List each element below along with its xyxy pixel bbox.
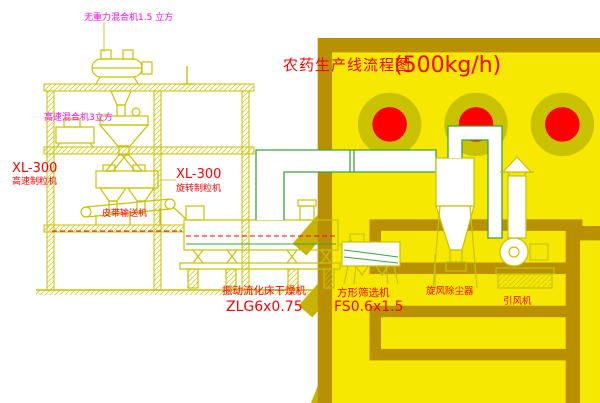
page-title: 农药生产线流程图 — [283, 56, 411, 74]
cyclone-outlet-pipe — [447, 125, 503, 239]
drawing-labels: 农药生产线流程图 (500kg/h) 无重力混合机1.5 立方 高速混合机3立方… — [12, 11, 532, 315]
label-belt-conveyor: 皮带输送机 — [102, 207, 147, 219]
gravity-free-mixer — [91, 22, 153, 117]
feeder-machine — [55, 118, 95, 148]
label-granulator-right-model: XL-300 — [176, 167, 221, 182]
granulator-xl300 — [95, 164, 176, 214]
fan-motor — [529, 243, 549, 261]
belt-conveyor — [80, 198, 187, 225]
rain-cap — [501, 156, 533, 173]
label-cyclone: 旋风除尘器 — [426, 285, 474, 297]
fluid-bed-dryer — [179, 199, 341, 289]
label-granulator-right-name: 旋转制粒机 — [176, 182, 221, 194]
label-fan: 引风机 — [503, 295, 532, 307]
label-granulator-left-name: 高速制粒机 — [12, 175, 57, 187]
control-cabinet-ground — [428, 232, 600, 403]
label-sieve-model: FS0.6x1.5 — [334, 299, 404, 315]
building-frame — [43, 83, 255, 291]
page-title-capacity: (500kg/h) — [394, 53, 501, 78]
label-dryer-model: ZLG6x0.75 — [226, 299, 303, 315]
cyclone-separator — [432, 157, 478, 289]
label-gravity-free-mixer: 无重力混合机1.5 立方 — [84, 11, 173, 23]
label-granulator-left-model: XL-300 — [12, 161, 57, 176]
control-cabinet-top — [180, 44, 600, 403]
label-dryer-name: 振动流化床干燥机 — [222, 284, 306, 297]
square-sieve — [337, 233, 401, 285]
induced-draft-fan — [495, 237, 555, 289]
dryer-springs — [192, 249, 332, 264]
label-high-speed-mixer: 高速混合机3立方 — [44, 111, 113, 123]
red-dashed-lines — [52, 230, 336, 237]
label-sieve-name: 方形筛选机 — [337, 286, 390, 299]
